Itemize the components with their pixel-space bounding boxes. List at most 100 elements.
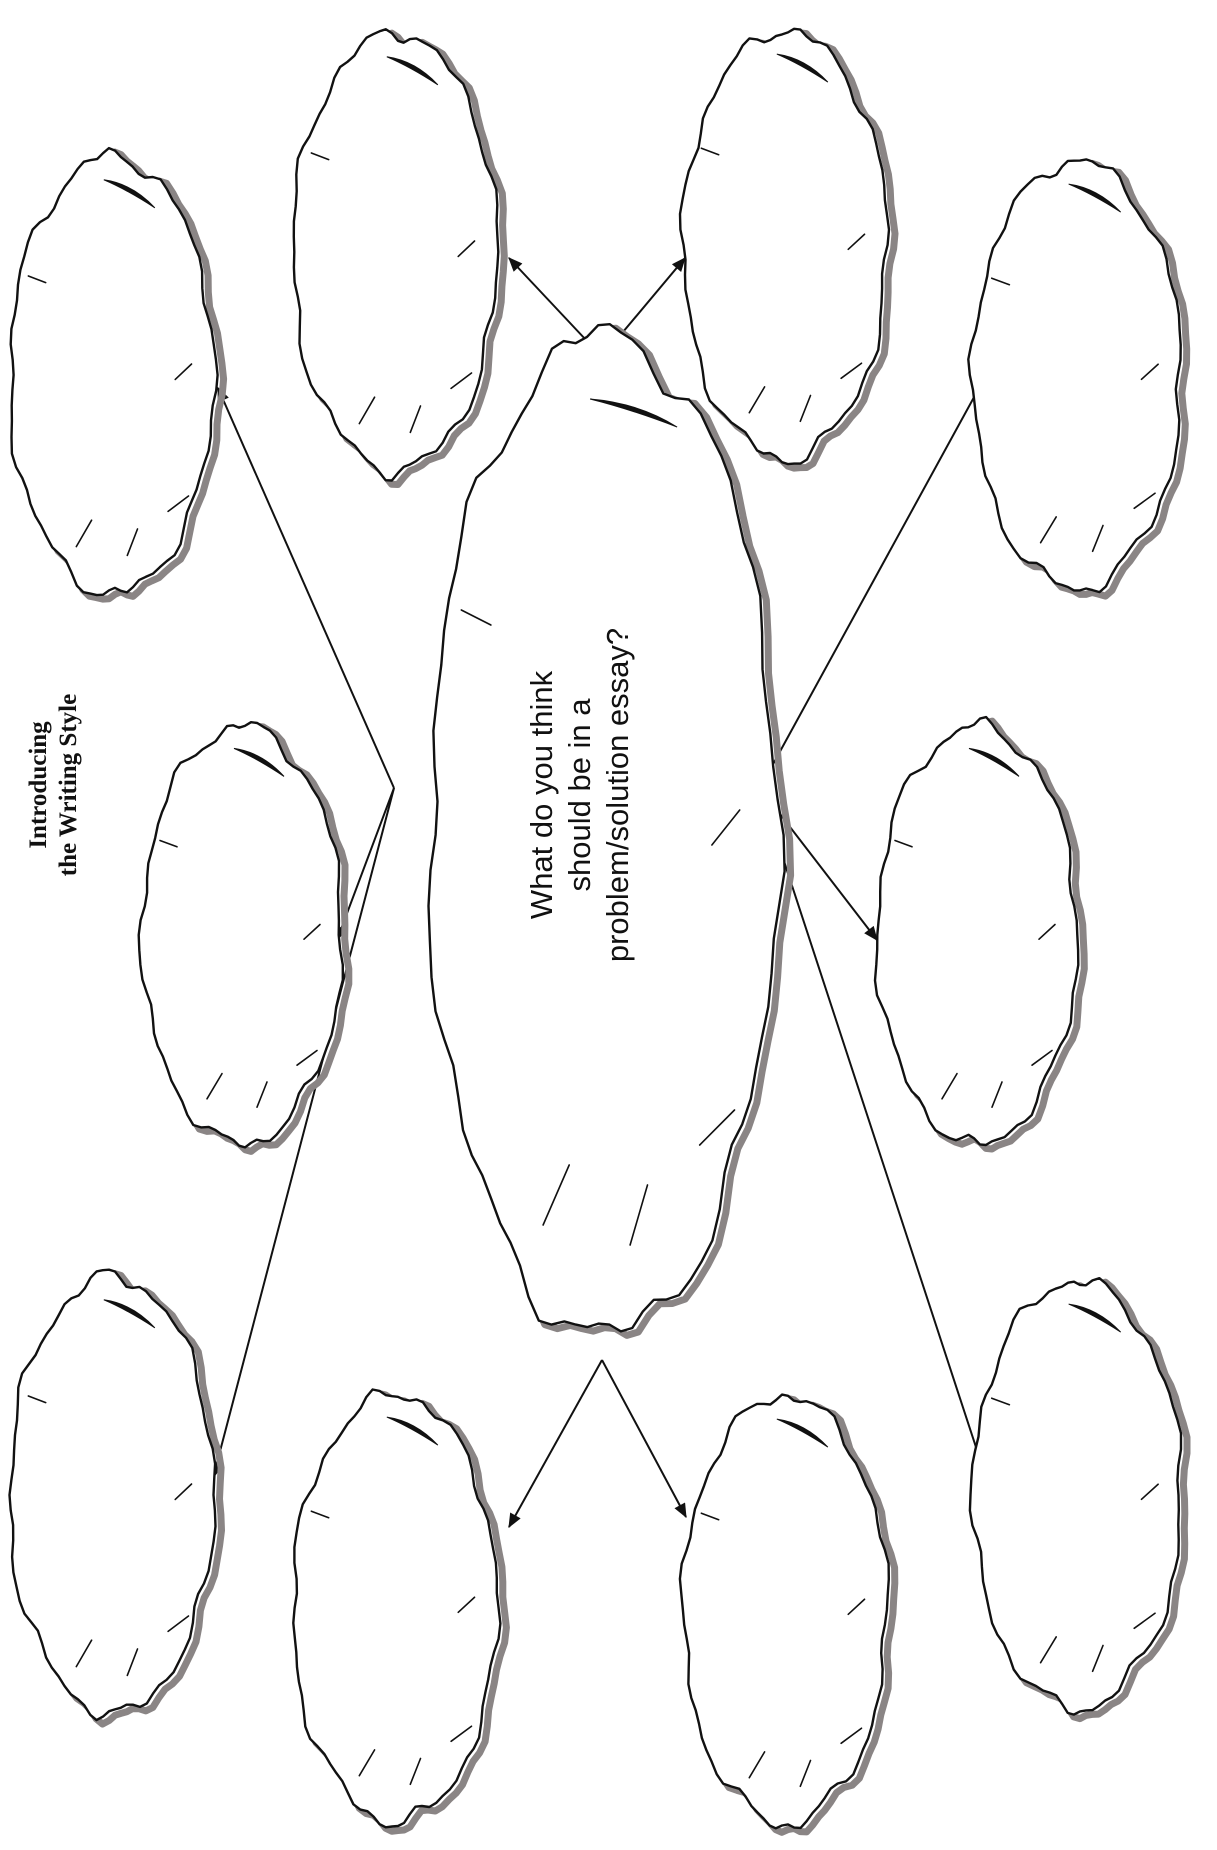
cloud-crease	[296, 1049, 318, 1066]
answer-cloud-9[interactable]	[678, 1393, 899, 1836]
cloud-outline	[292, 1388, 502, 1829]
cloud-crease	[1140, 363, 1159, 381]
answer-cloud-10[interactable]	[968, 1277, 1191, 1723]
answer-cloud-5[interactable]	[137, 721, 353, 1155]
cloud-crease	[840, 362, 863, 380]
cloud-crease	[126, 528, 139, 557]
cloud-crease	[75, 519, 93, 548]
page-title: Introducing the Writing Style	[25, 694, 82, 876]
cloud-highlight	[386, 1416, 439, 1446]
cloud-crease	[629, 1184, 649, 1246]
cloud-highlight	[233, 747, 285, 777]
cloud-crease	[310, 152, 330, 161]
cloud-crease	[206, 1072, 223, 1100]
arrow-10	[759, 787, 994, 1498]
cloud-crease	[27, 1395, 47, 1404]
cloud-crease	[303, 923, 321, 941]
arrow-9	[601, 1359, 687, 1519]
cloud-crease	[1091, 1644, 1104, 1673]
cloud-crease	[748, 1751, 766, 1779]
cloud-crease	[941, 1072, 958, 1100]
cloud-crease	[450, 1725, 473, 1743]
cloud-crease	[700, 147, 720, 156]
cloud-outline	[292, 28, 500, 482]
cloud-crease	[358, 396, 376, 425]
cloud-crease	[799, 394, 812, 423]
cloud-crease	[174, 1483, 193, 1501]
arrow-7	[210, 787, 395, 1480]
cloud-crease	[167, 495, 190, 513]
arrow-4	[759, 366, 991, 789]
cloud-crease	[542, 1164, 571, 1226]
center-cloud	[427, 323, 795, 1339]
cloud-crease	[1133, 1612, 1156, 1630]
cloud-crease	[1140, 1483, 1159, 1501]
cloud-highlight	[1068, 1303, 1122, 1333]
cloud-crease	[748, 386, 766, 414]
cloud-outline	[678, 27, 891, 466]
cloud-crease	[450, 372, 473, 390]
center-cloud-shape[interactable]	[427, 323, 795, 1339]
cloud-outline	[9, 146, 219, 597]
cloud-crease	[75, 1639, 93, 1668]
title-line-1: Introducing	[25, 721, 52, 849]
cloud-crease	[1039, 1636, 1057, 1664]
cloud-crease	[409, 1757, 422, 1786]
cloud-crease	[1038, 923, 1056, 941]
answer-cloud-4[interactable]	[967, 158, 1191, 600]
cloud-outline	[8, 1268, 217, 1722]
cloud-crease	[310, 1510, 330, 1519]
prompt-line-3: problem/solution essay?	[600, 628, 635, 962]
cloud-crease	[167, 1615, 190, 1633]
cloud-crease	[27, 275, 47, 284]
cloud-crease	[991, 1081, 1003, 1108]
cloud-crease	[698, 1109, 736, 1146]
prompt-line-1: What do you think	[524, 670, 559, 919]
cloud-highlight	[1068, 183, 1122, 213]
cloud-crease	[847, 233, 866, 251]
title-line-2: the Writing Style	[55, 694, 82, 876]
cloud-crease	[711, 809, 741, 846]
answer-cloud-8[interactable]	[292, 1388, 510, 1835]
cloud-crease	[990, 1397, 1011, 1406]
answer-cloud-1[interactable]	[9, 146, 228, 603]
cloud-highlight	[776, 1418, 829, 1448]
cloud-highlight	[589, 398, 678, 428]
center-prompt: What do you think should be in a problem…	[524, 628, 635, 962]
cloud-crease	[457, 240, 476, 258]
answer-cloud-6[interactable]	[873, 715, 1088, 1153]
cloud-highlight	[776, 53, 829, 83]
cloud-crease	[1039, 516, 1057, 544]
arrow-8	[508, 1359, 603, 1529]
cloud-highlight	[103, 179, 156, 209]
cloud-crease	[990, 277, 1011, 286]
cloud-crease	[457, 1596, 476, 1614]
cloud-crease	[894, 839, 913, 848]
cloud-crease	[126, 1648, 139, 1677]
cloud-outline	[968, 1277, 1183, 1716]
cloud-crease	[159, 839, 178, 848]
cloud-crease	[460, 609, 492, 626]
cloud-outline	[678, 1393, 890, 1830]
cloud-outline	[427, 323, 786, 1333]
arrow-1	[217, 386, 395, 789]
cloud-crease	[799, 1759, 812, 1788]
answer-cloud-7[interactable]	[8, 1268, 225, 1728]
answer-cloud-2[interactable]	[292, 28, 508, 488]
cloud-crease	[847, 1598, 866, 1616]
cloud-crease	[256, 1081, 268, 1108]
cloud-highlight	[968, 747, 1020, 777]
answer-cloud-3[interactable]	[678, 27, 899, 472]
cloud-highlight	[103, 1299, 156, 1329]
cloud-outline	[967, 158, 1182, 594]
cloud-highlight	[386, 56, 439, 86]
cloud-crease	[409, 405, 422, 434]
cloud-crease	[1031, 1049, 1053, 1066]
cloud-outline	[137, 721, 344, 1149]
answer-clouds	[8, 27, 1191, 1836]
cloud-crease	[1091, 524, 1104, 553]
cloud-crease	[174, 363, 193, 381]
cloud-outline	[873, 715, 1080, 1147]
cloud-crease	[358, 1749, 376, 1777]
